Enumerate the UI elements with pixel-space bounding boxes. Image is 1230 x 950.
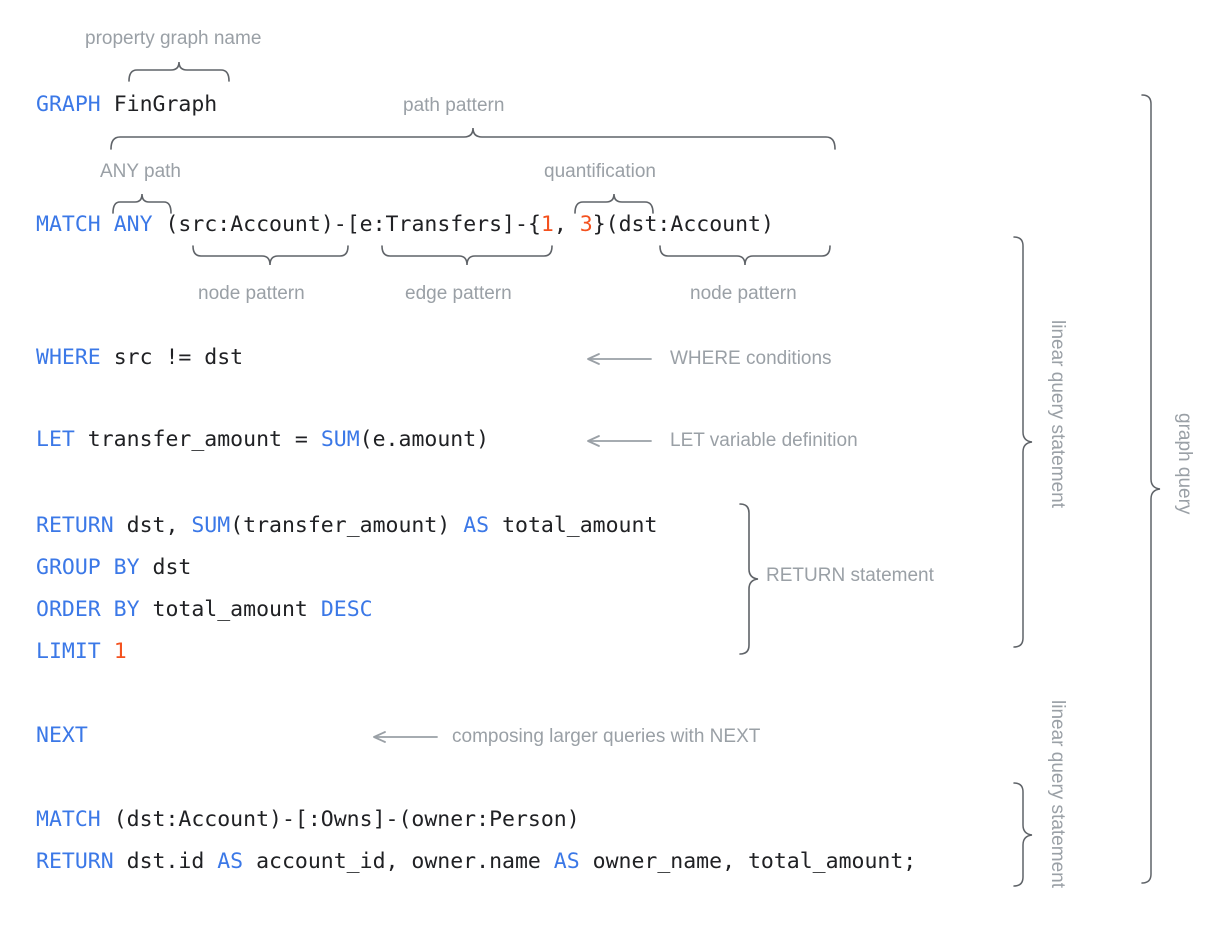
quant-separator: ,	[553, 212, 580, 237]
code-line-limit: LIMIT 1	[36, 637, 127, 667]
let-equals: =	[294, 427, 308, 452]
keyword-group-by: GROUP BY	[36, 555, 140, 580]
brace-graph-query	[1140, 94, 1164, 884]
code-line-match-2: MATCH (dst:Account)-[:Owns]-(owner:Perso…	[36, 805, 580, 835]
arrow-composing-with-next	[371, 730, 439, 744]
keyword-limit: LIMIT	[36, 639, 101, 664]
annotation-linear-query-statement-2: linear query statement	[1047, 700, 1068, 888]
keyword-return: RETURN	[36, 849, 114, 874]
brace-property-graph-name	[128, 60, 230, 82]
code-line-order-by: ORDER BY total_amount DESC	[36, 595, 373, 625]
annotation-composing-with-next: composing larger queries with NEXT	[452, 726, 761, 747]
let-variable: transfer_amount	[87, 427, 282, 452]
arrow-let-variable-definition	[585, 434, 653, 448]
dash-1: -	[333, 212, 347, 237]
annotation-any-path: ANY path	[100, 161, 181, 182]
return-2-col-2: account_id, owner.name	[243, 849, 554, 874]
keyword-match: MATCH	[36, 807, 101, 832]
brace-return-statement	[738, 503, 762, 655]
code-line-group-by: GROUP BY dst	[36, 553, 191, 583]
quant-open-brace: {	[527, 212, 541, 237]
node-pattern-src: (src:Account)	[165, 212, 334, 237]
annotation-where-conditions: WHERE conditions	[670, 348, 832, 369]
match-2-pattern: (dst:Account)-[:Owns]-(owner:Person)	[113, 807, 580, 832]
order-by-expression: total_amount	[152, 597, 308, 622]
return-first-item: dst,	[126, 513, 192, 538]
annotation-edge-pattern: edge pattern	[405, 283, 512, 304]
keyword-as: AS	[463, 513, 490, 538]
let-args: (e.amount)	[359, 427, 490, 452]
keyword-let: LET	[36, 427, 75, 452]
annotation-quantification: quantification	[544, 161, 656, 182]
quant-lower-bound: 1	[540, 212, 554, 237]
function-sum: SUM	[320, 427, 360, 452]
keyword-as: AS	[217, 849, 244, 874]
brace-linear-query-statement-2	[1012, 782, 1036, 887]
return-2-col-3: owner_name, total_amount;	[579, 849, 917, 874]
annotation-let-variable-definition: LET variable definition	[670, 430, 858, 451]
brace-node-pattern-dst	[659, 245, 831, 267]
brace-path-pattern	[110, 126, 836, 150]
group-by-expression: dst	[152, 555, 192, 580]
annotation-property-graph-name: property graph name	[85, 28, 262, 49]
annotation-node-pattern-src: node pattern	[198, 283, 305, 304]
code-line-return-1: RETURN dst, SUM(transfer_amount) AS tota…	[36, 511, 657, 541]
keyword-order-by: ORDER BY	[36, 597, 140, 622]
keyword-match: MATCH	[36, 212, 101, 237]
code-line-graph: GRAPH FinGraph	[36, 90, 217, 120]
edge-pattern: [e:Transfers]	[346, 212, 515, 237]
limit-value: 1	[113, 639, 127, 664]
keyword-graph: GRAPH	[36, 92, 101, 117]
brace-edge-pattern	[381, 245, 553, 267]
brace-node-pattern-src	[192, 245, 349, 267]
code-line-where: WHERE src != dst	[36, 343, 243, 373]
code-line-let: LET transfer_amount = SUM(e.amount)	[36, 425, 489, 455]
return-2-col-1: dst.id	[126, 849, 218, 874]
annotation-path-pattern: path pattern	[403, 95, 505, 116]
quant-close-brace: }	[592, 212, 606, 237]
where-expression: src != dst	[113, 345, 244, 370]
code-line-return-2: RETURN dst.id AS account_id, owner.name …	[36, 847, 916, 877]
return-sum-args: (transfer_amount)	[230, 513, 451, 538]
annotation-graph-query: graph query	[1174, 413, 1195, 515]
graph-name: FinGraph	[113, 92, 218, 117]
code-line-next: NEXT	[36, 721, 88, 751]
keyword-where: WHERE	[36, 345, 101, 370]
return-alias: total_amount	[502, 513, 658, 538]
keyword-next: NEXT	[36, 723, 88, 748]
node-pattern-dst: (dst:Account)	[605, 212, 774, 237]
keyword-return: RETURN	[36, 513, 114, 538]
annotation-linear-query-statement-1: linear query statement	[1047, 320, 1068, 508]
quant-upper-bound: 3	[579, 212, 593, 237]
keyword-desc: DESC	[320, 597, 373, 622]
code-line-match: MATCH ANY (src:Account)-[e:Transfers]-{1…	[36, 210, 774, 240]
annotation-return-statement: RETURN statement	[766, 565, 934, 586]
arrow-where-conditions	[585, 352, 653, 366]
annotation-node-pattern-dst: node pattern	[690, 283, 797, 304]
function-sum: SUM	[191, 513, 231, 538]
keyword-any: ANY	[113, 212, 153, 237]
keyword-as: AS	[553, 849, 580, 874]
dash-2: -	[515, 212, 528, 237]
brace-linear-query-statement-1	[1012, 236, 1036, 648]
